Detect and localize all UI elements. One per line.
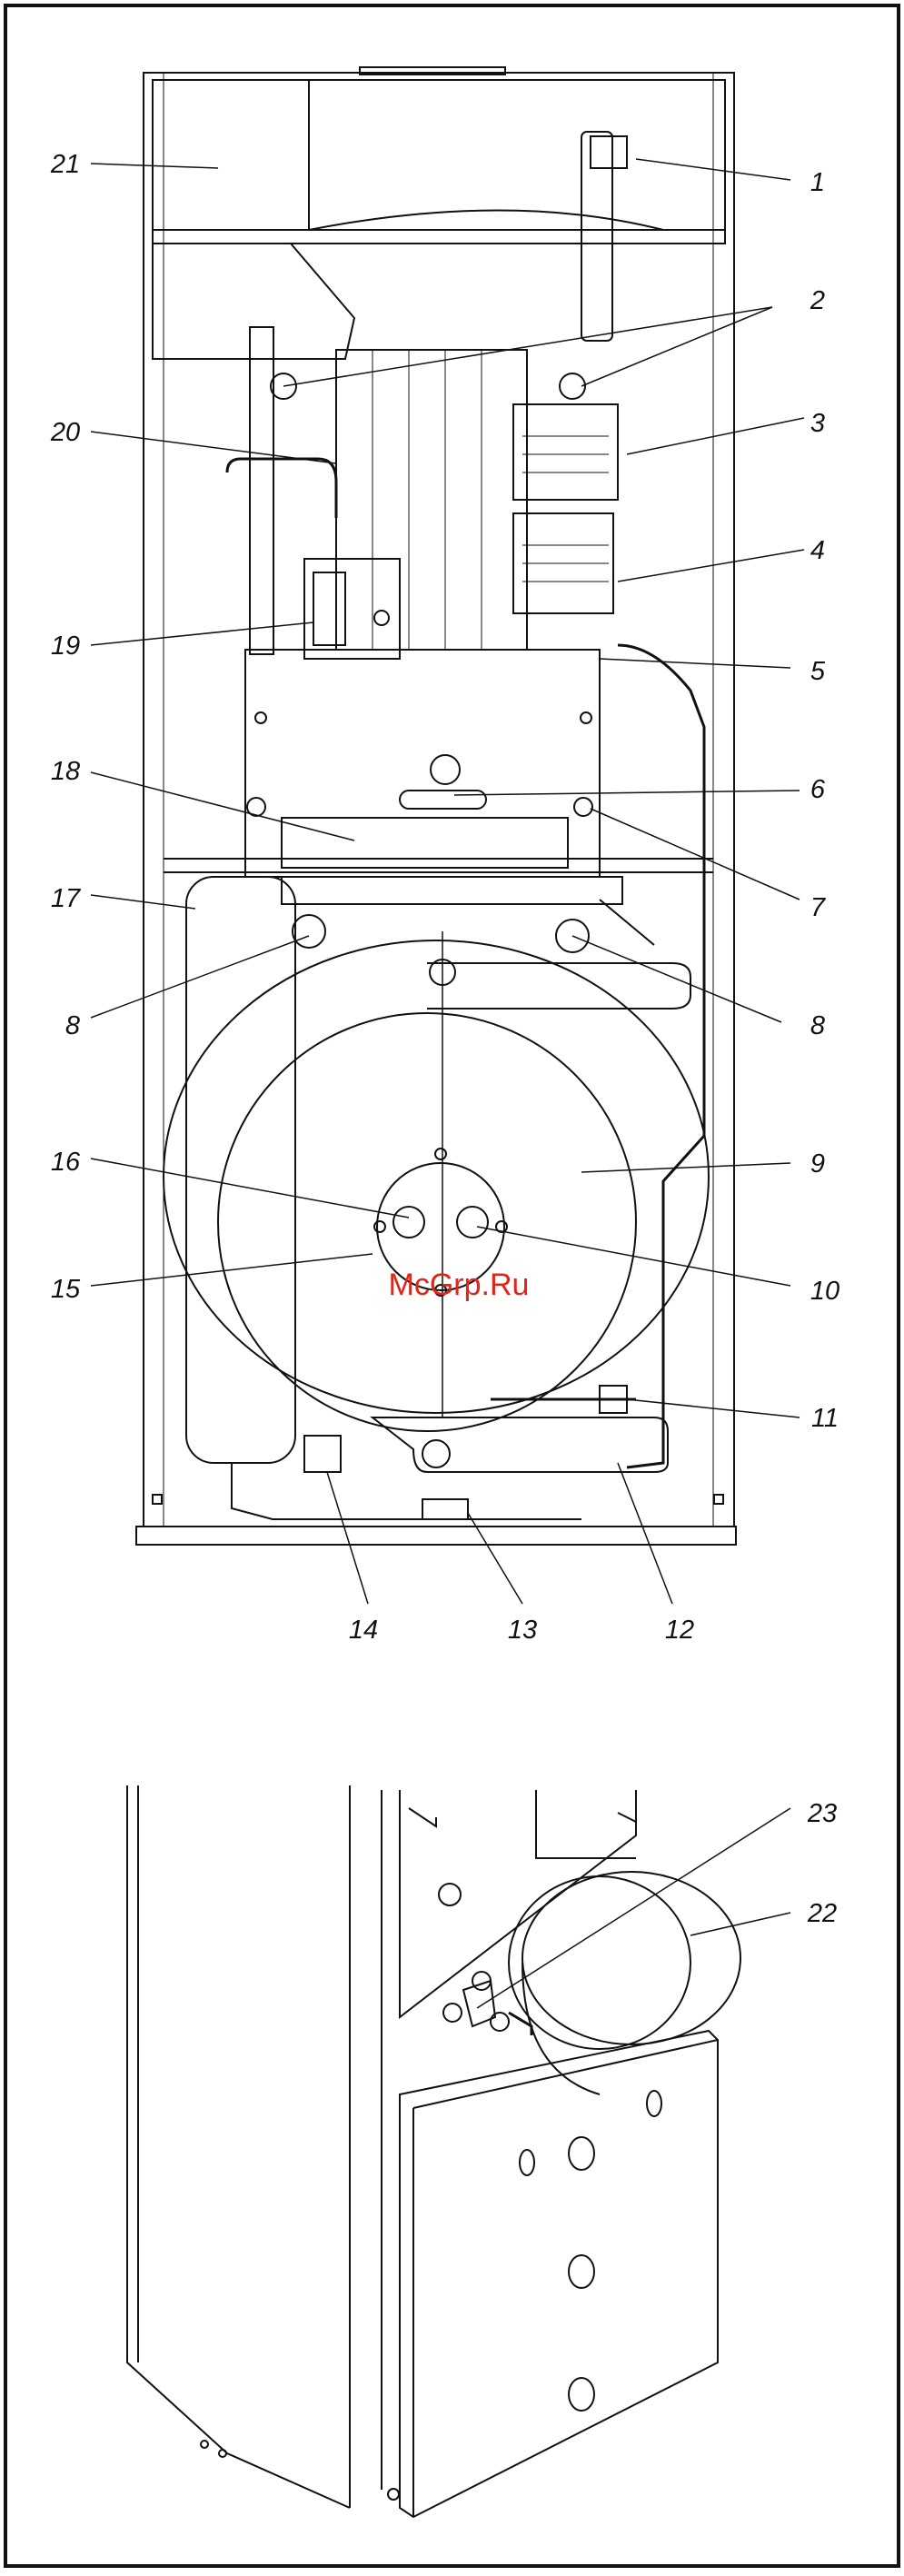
callout-9: 9 bbox=[810, 1149, 825, 1179]
callout-16: 16 bbox=[51, 1148, 81, 1177]
air-vent-riser bbox=[581, 132, 612, 341]
callout-12: 12 bbox=[665, 1616, 694, 1645]
leader-lines bbox=[91, 159, 804, 2008]
bottom-view-drawing bbox=[127, 1785, 740, 2517]
callout-15: 15 bbox=[51, 1275, 81, 1304]
cabinet-outline bbox=[144, 73, 734, 1527]
callout-3: 3 bbox=[810, 409, 825, 438]
callout-8-right: 8 bbox=[810, 1011, 825, 1040]
top-hood-panel bbox=[153, 80, 725, 230]
top-view-drawing bbox=[136, 67, 736, 1545]
water-tank-outer bbox=[164, 940, 709, 1413]
callout-13: 13 bbox=[508, 1616, 537, 1645]
callout-20: 20 bbox=[50, 418, 80, 447]
callout-11: 11 bbox=[811, 1404, 839, 1433]
return-pipe bbox=[618, 645, 704, 1467]
sight-glass bbox=[431, 755, 460, 784]
callout-1: 1 bbox=[810, 168, 825, 197]
callout-8-left: 8 bbox=[65, 1011, 80, 1040]
callout-18: 18 bbox=[51, 757, 80, 786]
callout-17: 17 bbox=[51, 884, 82, 913]
burner bbox=[282, 818, 568, 868]
callout-7: 7 bbox=[810, 893, 827, 922]
callout-5: 5 bbox=[810, 657, 826, 686]
drain-tap-bottom bbox=[422, 1499, 468, 1519]
drain-tap-left bbox=[304, 1436, 341, 1472]
callout-21: 21 bbox=[50, 150, 80, 179]
heat-exchanger bbox=[336, 350, 527, 650]
gas-valve bbox=[304, 559, 400, 659]
callout-23: 23 bbox=[807, 1799, 837, 1828]
callout-6: 6 bbox=[810, 775, 826, 804]
expansion-cylinder bbox=[186, 877, 295, 1463]
callout-14: 14 bbox=[349, 1616, 378, 1645]
combustion-chamber bbox=[245, 650, 600, 877]
lower-housing bbox=[400, 2031, 718, 2517]
callout-2: 2 bbox=[810, 286, 825, 315]
side-panel bbox=[127, 1785, 350, 2508]
hood-flap bbox=[153, 244, 354, 359]
callout-22: 22 bbox=[807, 1899, 837, 1928]
callout-19: 19 bbox=[51, 632, 80, 661]
callout-10: 10 bbox=[810, 1277, 839, 1306]
callout-4: 4 bbox=[810, 536, 825, 565]
left-riser-pipe bbox=[250, 327, 273, 654]
water-tank-face bbox=[218, 1013, 636, 1431]
pump-upper bbox=[513, 404, 618, 500]
watermark: McGrp.Ru bbox=[389, 1268, 530, 1302]
